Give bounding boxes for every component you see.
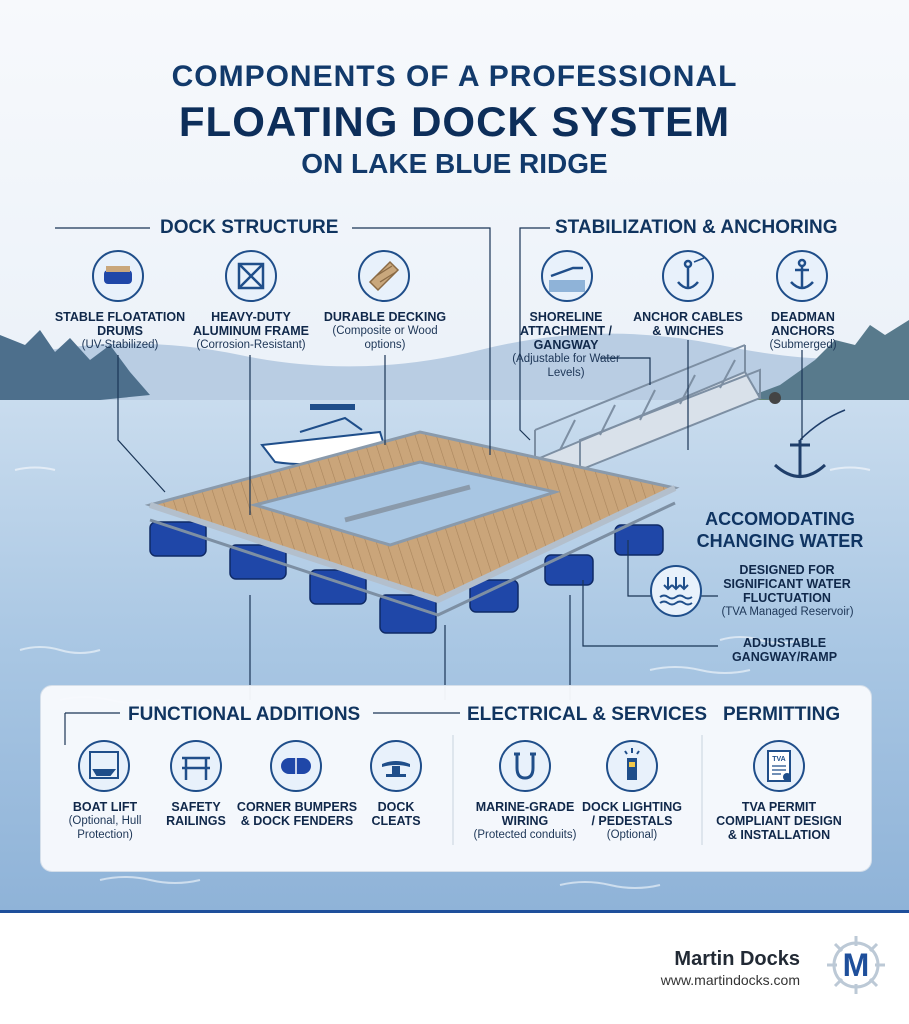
winch-illustration [769, 392, 781, 404]
adjustable-gangway-label: ADJUSTABLE GANGWAY/RAMP [731, 636, 838, 664]
corner-bumpers-label: CORNER BUMPERS & DOCK FENDERS [236, 800, 358, 828]
wiring-icon [499, 740, 551, 792]
durable-decking-sub: (Composite or Wood options) [332, 325, 438, 351]
permit-badge-text: TVA [772, 756, 785, 763]
cleat-icon [370, 740, 422, 792]
light-pedestal-icon [606, 740, 658, 792]
aluminum-frame-label: HEAVY-DUTY ALUMINUM FRAME [193, 310, 309, 338]
decking-planks-icon [358, 250, 410, 302]
distant-hills [0, 333, 909, 410]
dock-lighting-label: DOCK LIGHTING / PEDESTALS [582, 800, 682, 828]
changing-water-heading: ACCOMODATING CHANGING WATER [696, 509, 864, 551]
floatation-drum-icon [92, 250, 144, 302]
aluminum-frame-sub: (Corrosion-Resistant) [196, 339, 306, 351]
tva-permit-label: TVA PERMIT COMPLIANT DESIGN & INSTALLATI… [716, 800, 842, 842]
martin-docks-logo: M [825, 934, 887, 996]
aluminum-frame-icon [225, 250, 277, 302]
title-line-3: ON LAKE BLUE RIDGE [301, 148, 608, 179]
gangway-illustration [531, 344, 762, 472]
leader-lines [55, 227, 803, 700]
shoreline-gangway-icon [541, 250, 593, 302]
anchor-cable-icon [662, 250, 714, 302]
water-fluctuation-label: DESIGNED FOR SIGNIFICANT WATER FLUCTUATI… [723, 563, 851, 605]
boat-lift-icon [78, 740, 130, 792]
dock-lighting-sub: (Optional) [606, 829, 658, 841]
dock-structure-heading: DOCK STRUCTURE [160, 217, 339, 238]
dock-cleats-label: DOCK CLEATS [371, 800, 421, 828]
deadman-anchors-sub: (Submerged) [769, 339, 837, 351]
floatation-drums-label: STABLE FLOATATION DRUMS [54, 310, 186, 338]
water-fluctuation-sub: (TVA Managed Reservoir) [721, 606, 854, 618]
footer [0, 910, 909, 1024]
railing-icon [170, 740, 222, 792]
brand-name: Martin Docks [674, 948, 800, 970]
panel-dividers [64, 712, 703, 845]
functional-additions-heading: FUNCTIONAL ADDITIONS [128, 704, 361, 725]
left-tree-line [0, 330, 150, 410]
safety-railings-label: SAFETY RAILINGS [166, 800, 226, 828]
right-tree-line [740, 320, 909, 410]
permit-document-icon: TVA [753, 740, 805, 792]
logo-letter: M [843, 947, 870, 983]
marine-wiring-label: MARINE-GRADE WIRING [475, 800, 575, 828]
durable-decking-label: DURABLE DECKING [323, 310, 447, 324]
marine-wiring-sub: (Protected conduits) [473, 829, 577, 841]
anchor-icon [776, 250, 828, 302]
electrical-services-heading: ELECTRICAL & SERVICES [467, 704, 708, 725]
anchor-illustration [773, 409, 846, 478]
shoreline-attachment-sub: (Adjustable for Water Levels) [512, 353, 620, 379]
shoreline-attachment-label: SHORELINE ATTACHMENT / GANGWAY [520, 310, 612, 352]
boat-lift-label: BOAT LIFT [72, 800, 138, 814]
water-level-icon [650, 565, 702, 617]
title-line-1: COMPONENTS OF A PROFESSIONAL [171, 60, 738, 93]
deadman-anchors-label: DEADMAN ANCHORS [771, 310, 835, 338]
stabilization-heading: STABILIZATION & ANCHORING [555, 217, 838, 238]
anchor-cables-label: ANCHOR CABLES & WINCHES [633, 310, 743, 338]
floating-dock-illustration [144, 430, 680, 634]
boat-lift-sub: (Optional, Hull Protection) [68, 815, 142, 841]
bumper-icon [270, 740, 322, 792]
floatation-drums-sub: (UV-Stabilized) [81, 339, 159, 351]
brand-url[interactable]: www.martindocks.com [660, 972, 800, 988]
permitting-heading: PERMITTING [723, 704, 841, 725]
title-line-2: FLOATING DOCK SYSTEM [178, 98, 731, 145]
